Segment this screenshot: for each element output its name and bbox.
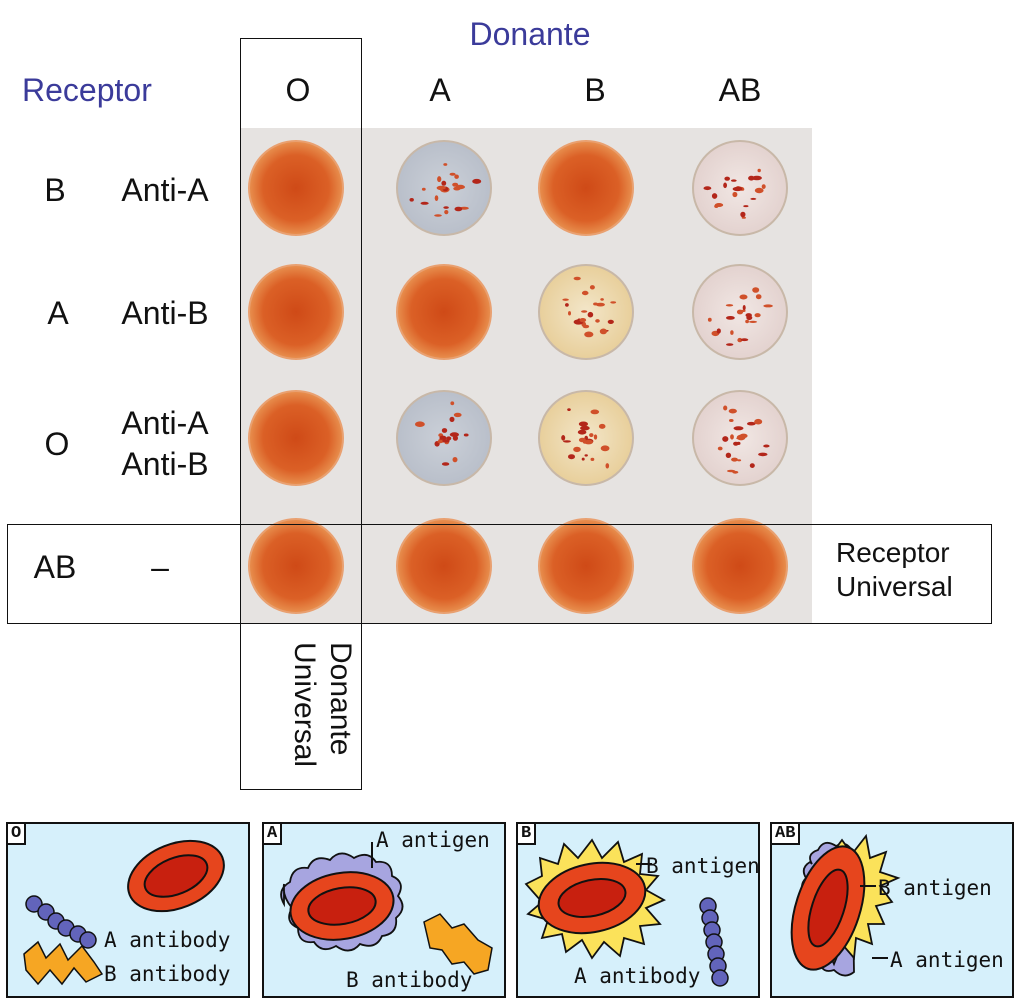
- antibody-anti-b: Anti-B: [121, 295, 209, 331]
- panel-tag-a: A: [264, 824, 283, 845]
- panel-tag-o: O: [8, 824, 27, 845]
- donor-col-o: O: [285, 72, 311, 108]
- well-recipient-b-donor-b: [538, 140, 634, 236]
- donor-col-ab: AB: [718, 72, 762, 108]
- universal-recipient-box: [7, 524, 992, 624]
- blood-wells: [248, 140, 788, 614]
- well-recipient-ab-donor-a: [396, 518, 492, 614]
- universal-recipient-line2: Universal: [836, 571, 953, 602]
- universal-donor-box: [240, 38, 362, 790]
- well-recipient-ab-donor-o: [248, 518, 344, 614]
- panel-type-a: A A antigen B antibody: [262, 822, 506, 998]
- well-recipient-o-donor-o: [248, 390, 344, 486]
- antibody-none: –: [151, 549, 169, 585]
- test-tray: [240, 128, 812, 624]
- label-b-antibody: B antibody: [346, 968, 473, 992]
- universal-recipient-label: Receptor Universal: [836, 536, 953, 604]
- recipient-o: O: [44, 426, 70, 462]
- well-recipient-a-donor-b: [538, 264, 634, 360]
- universal-recipient-line1: Receptor: [836, 537, 950, 568]
- antibody-anti-b: Anti-B: [121, 446, 209, 482]
- recipient-ab: AB: [33, 549, 77, 585]
- label-b-antigen: B antigen: [646, 854, 760, 878]
- label-a-antigen: A antigen: [890, 948, 1004, 972]
- donor-col-a: A: [429, 72, 451, 108]
- well-recipient-a-donor-a: [396, 264, 492, 360]
- well-recipient-a-donor-o: [248, 264, 344, 360]
- well-recipient-o-donor-b: [538, 390, 634, 486]
- label-a-antigen: A antigen: [376, 828, 490, 852]
- panel-type-ab: AB B antigen A antigen: [770, 822, 1014, 998]
- type-ab-illustration: [790, 833, 901, 977]
- well-recipient-o-donor-a: [396, 390, 492, 486]
- panel-tag-ab: AB: [772, 824, 801, 845]
- well-recipient-ab-donor-b: [538, 518, 634, 614]
- type-o-illustration: [23, 839, 225, 986]
- universal-donor-label: Donante Universal: [246, 642, 358, 782]
- label-b-antibody: B antibody: [104, 962, 231, 986]
- antibody-anti-a: Anti-A: [121, 405, 209, 441]
- donor-col-b: B: [584, 72, 606, 108]
- recipient-a: A: [47, 295, 69, 331]
- universal-donor-line2: Universal: [288, 642, 321, 768]
- type-a-illustration: [280, 842, 493, 975]
- donor-title: Donante: [469, 16, 591, 52]
- label-a-antibody: A antibody: [104, 928, 231, 952]
- recipient-title: Receptor: [22, 72, 152, 108]
- label-a-antibody: A antibody: [574, 964, 701, 988]
- panel-tag-b: B: [518, 824, 537, 845]
- panel-type-o: O A antibody B antibody: [6, 822, 250, 998]
- well-recipient-ab-donor-ab: [692, 518, 788, 614]
- antibody-anti-a: Anti-A: [121, 172, 209, 208]
- label-b-antigen: B antigen: [878, 876, 992, 900]
- recipient-b: B: [44, 172, 66, 208]
- well-recipient-a-donor-ab: [692, 264, 788, 360]
- universal-donor-line1: Donante: [324, 642, 357, 756]
- well-recipient-b-donor-o: [248, 140, 344, 236]
- well-recipient-b-donor-a: [396, 140, 492, 236]
- well-recipient-o-donor-ab: [692, 390, 788, 486]
- well-recipient-b-donor-ab: [692, 140, 788, 236]
- type-b-illustration: [524, 838, 729, 987]
- panel-type-b: B B antigen A antibody: [516, 822, 760, 998]
